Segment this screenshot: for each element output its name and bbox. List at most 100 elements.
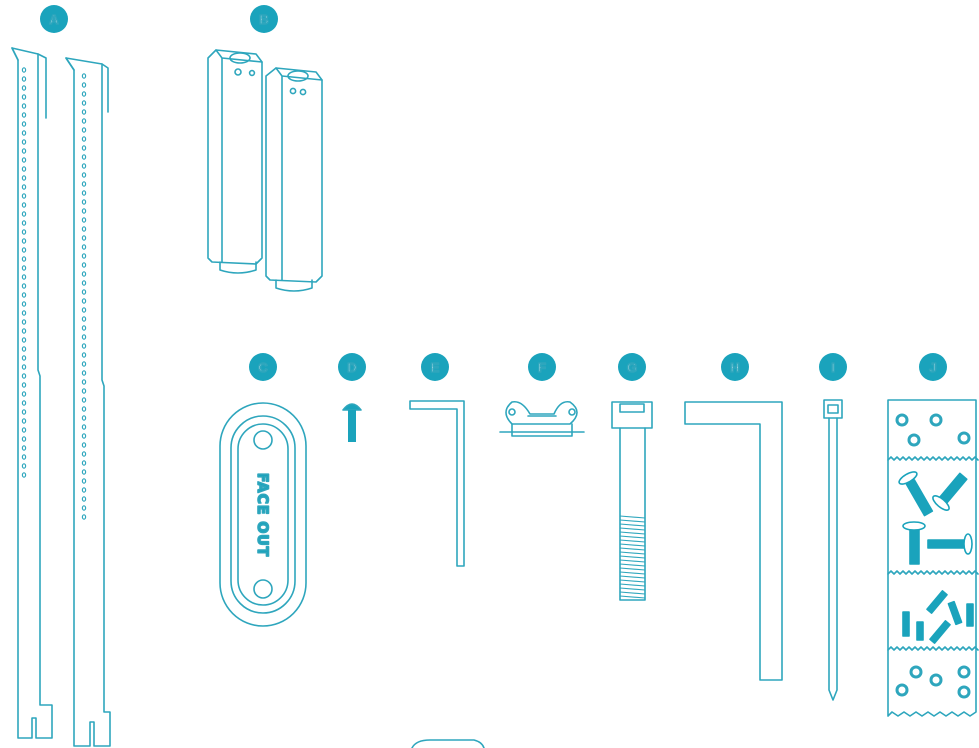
rail-right-holes [81, 73, 87, 520]
thread-line [619, 575, 646, 579]
thread-line [619, 547, 646, 551]
rail-hole [81, 154, 87, 160]
rail-hole [21, 130, 27, 136]
carriage-bolt [898, 471, 934, 517]
rail-hole [21, 265, 27, 271]
hex-key-e [409, 400, 465, 567]
rail-hole [21, 391, 27, 397]
part-i-cable-tie: I [819, 353, 847, 701]
part-g-bolt: G [611, 353, 653, 601]
screw-d-head [342, 403, 362, 411]
badge-b [250, 5, 278, 33]
badge-b-label: B [259, 12, 268, 27]
rail-hole [81, 163, 87, 169]
badge-i [819, 353, 847, 381]
pack-seal [887, 570, 979, 575]
rail-hole [21, 256, 27, 262]
washer [957, 431, 971, 445]
rail-hole [81, 190, 87, 196]
rail-hole [21, 301, 27, 307]
rail-hole [21, 310, 27, 316]
thread-line [619, 527, 646, 531]
rail-hole [81, 406, 87, 412]
rail-hole [81, 100, 87, 106]
foot-right [265, 67, 323, 283]
plate-hole-bottom [253, 579, 273, 599]
rail-hole [21, 175, 27, 181]
thread-line [619, 515, 646, 519]
rail-hole [81, 91, 87, 97]
thread-line [619, 555, 646, 559]
rail-hole [81, 262, 87, 268]
rail-hole [21, 85, 27, 91]
washer [895, 413, 909, 427]
part-j-hardware-pack: J [887, 353, 979, 717]
rail-hole [21, 373, 27, 379]
rail-hole [81, 496, 87, 502]
thread-line [619, 563, 646, 567]
badge-a-label: A [49, 12, 59, 27]
rail-hole [21, 274, 27, 280]
foot-left [207, 49, 263, 265]
rail-hole [81, 82, 87, 88]
thread-line [619, 539, 646, 543]
rail-hole [21, 148, 27, 154]
badge-g [618, 353, 646, 381]
rail-hole [21, 103, 27, 109]
badge-i-label: I [831, 360, 835, 375]
badge-e-label: E [431, 360, 440, 375]
rail-hole [81, 343, 87, 349]
plate-inner-2 [237, 423, 289, 606]
rail-hole [81, 298, 87, 304]
thread-line [619, 567, 646, 571]
badge-c [249, 353, 277, 381]
rail-hole [81, 352, 87, 358]
foot-right-socket [287, 70, 309, 82]
plate-outer [219, 402, 307, 627]
bolt-head [611, 401, 653, 429]
thread-line [619, 551, 646, 555]
bolt-shank [619, 427, 646, 601]
rail-hole [21, 76, 27, 82]
thread-line [619, 595, 646, 599]
thread-line [619, 583, 646, 587]
rail-hole [21, 472, 27, 478]
rail-hole [21, 463, 27, 469]
bolt-thread [619, 515, 646, 599]
rail-hole [81, 109, 87, 115]
rail-hole [81, 181, 87, 187]
rail-left-holes [21, 67, 27, 478]
rail-hole [21, 229, 27, 235]
rail-hole [21, 283, 27, 289]
rail-hole [21, 139, 27, 145]
rail-hole [21, 112, 27, 118]
wing-nut-base [499, 423, 585, 437]
washer [957, 665, 971, 679]
hex-key-h [684, 401, 783, 681]
rail-left-flange [11, 47, 47, 119]
rail-hole [21, 355, 27, 361]
rail-hole [21, 346, 27, 352]
rail-hole [81, 145, 87, 151]
part-h-hex-key: H [684, 353, 783, 681]
part-b-feet: B [207, 5, 323, 292]
rail-hole [21, 184, 27, 190]
rail-hole [81, 469, 87, 475]
screw-d-shank [348, 410, 356, 442]
rail-hole [21, 364, 27, 370]
foot-right-glide [275, 279, 313, 292]
rail-hole [81, 460, 87, 466]
thread-line [619, 571, 646, 575]
washer [929, 413, 943, 427]
thread-line [619, 519, 646, 523]
rail-hole [81, 505, 87, 511]
rail-hole [81, 379, 87, 385]
rail-hole [21, 337, 27, 343]
foot-left-socket [229, 52, 251, 64]
badge-f-label: F [538, 360, 546, 375]
rail-hole [81, 244, 87, 250]
rail-hole [81, 226, 87, 232]
rail-hole [21, 436, 27, 442]
plate-face-out-text: FACE OUT [254, 473, 270, 557]
